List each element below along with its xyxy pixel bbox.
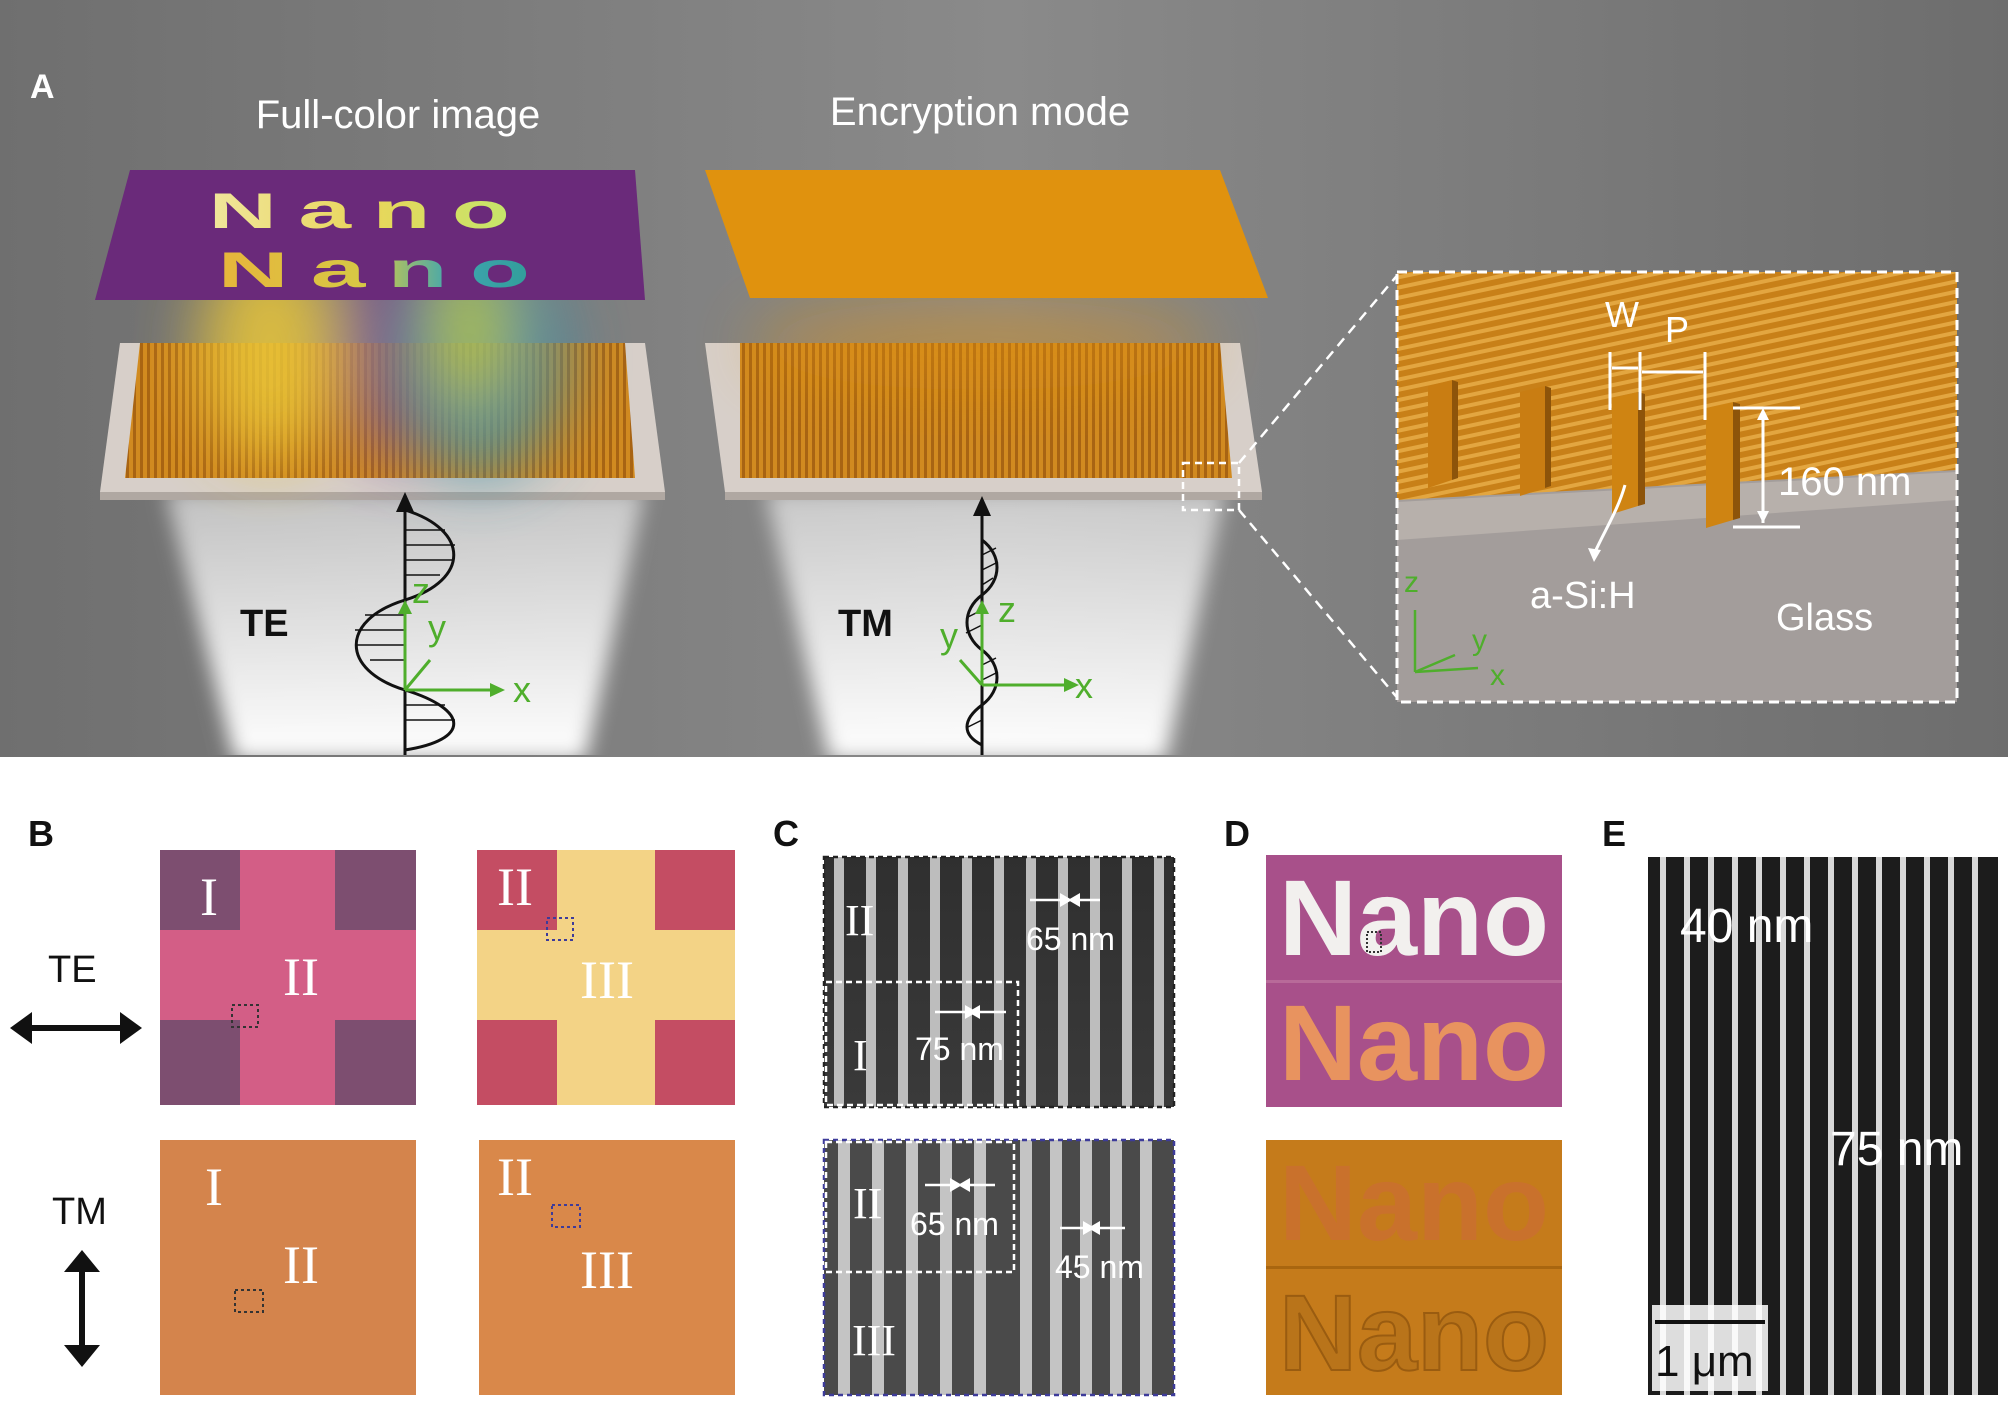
inset-p: P bbox=[1665, 309, 1689, 350]
tm-row-label: TM bbox=[52, 1191, 107, 1233]
sem-bottom bbox=[822, 1138, 1176, 1397]
panel-b-label: B bbox=[28, 813, 54, 854]
tm-tile-2-region-3: III bbox=[580, 1240, 634, 1300]
panel-d: D Nano Nano Nano Nano bbox=[1224, 813, 1562, 1395]
sem-e-bottom-gap: 75 nm bbox=[1830, 1123, 1963, 1176]
te-tile-2-region-2: II bbox=[497, 857, 533, 917]
tm-axis-z: z bbox=[998, 589, 1016, 630]
panel-a-label: A bbox=[30, 68, 55, 106]
sem-top-region-inner: I bbox=[853, 1031, 868, 1080]
tm-axes bbox=[958, 600, 1079, 692]
inset-axis-y: y bbox=[1472, 624, 1487, 657]
inset-material: a-Si:H bbox=[1530, 575, 1636, 617]
sem-lines-e bbox=[1660, 857, 1978, 1395]
tm-tile-2-region-2: II bbox=[497, 1147, 533, 1207]
left-sample: Nano Nano bbox=[95, 170, 665, 500]
tm-axis-y: y bbox=[940, 615, 958, 656]
panel-c-label: C bbox=[773, 813, 799, 854]
inset-axis-x: x bbox=[1490, 659, 1505, 692]
full-color-image-plate bbox=[95, 170, 645, 300]
tm-nano-bottom: Nano bbox=[1279, 1272, 1549, 1393]
inset-w: W bbox=[1605, 294, 1639, 335]
te-label: TE bbox=[240, 603, 289, 645]
panel-a: A Full-color image Encryption mode Nano … bbox=[0, 0, 2008, 757]
nano-bottom: Nano bbox=[218, 241, 553, 298]
te-axes bbox=[398, 600, 505, 697]
sem-top bbox=[822, 855, 1176, 1109]
te-tile-1 bbox=[160, 850, 416, 1105]
tm-label: TM bbox=[838, 603, 893, 645]
inset-substrate: Glass bbox=[1776, 597, 1873, 639]
sem-bottom-inner-gap: 65 nm bbox=[910, 1206, 999, 1242]
tm-tile-2 bbox=[479, 1140, 735, 1395]
inset-axis-z: z bbox=[1404, 566, 1419, 599]
scale-bar-label: 1 μm bbox=[1655, 1337, 1754, 1386]
horizontal-arrow bbox=[10, 1012, 142, 1044]
scale-bar-background bbox=[1652, 1305, 1768, 1391]
te-axis-x: x bbox=[513, 669, 531, 710]
te-tile-1-region-1: I bbox=[200, 867, 218, 927]
tm-tile-1 bbox=[160, 1140, 416, 1395]
sem-e-top-gap: 40 nm bbox=[1680, 900, 1813, 953]
te-row-label: TE bbox=[48, 949, 97, 991]
sem-top-region-outer: II bbox=[845, 896, 874, 945]
right-sample bbox=[705, 170, 1268, 500]
right-title: Encryption mode bbox=[830, 90, 1130, 134]
te-nano-top: Nano bbox=[1279, 857, 1549, 978]
te-tile-1-region-2: II bbox=[283, 947, 319, 1007]
sem-bottom-region-outer: III bbox=[852, 1316, 896, 1365]
nano-top: Nano bbox=[209, 183, 532, 240]
te-nano-bottom: Nano bbox=[1279, 982, 1549, 1103]
tm-axis-x: x bbox=[1075, 665, 1093, 706]
panel-b: B TE TM I II bbox=[10, 813, 735, 1395]
panel-e-label: E bbox=[1602, 813, 1626, 854]
beam-right bbox=[765, 490, 1225, 755]
sem-top-inner-gap: 75 nm bbox=[915, 1031, 1004, 1067]
panel-e: E 40 nm 75 nm 1 μm bbox=[1602, 813, 1998, 1395]
te-tile-2-region-3: III bbox=[580, 950, 634, 1010]
grating-inset: W P 160 nm a-Si:H Glass z y x bbox=[1395, 270, 1959, 704]
encryption-plate bbox=[705, 170, 1268, 298]
vertical-arrow bbox=[64, 1250, 100, 1367]
tm-tile-1-region-2: II bbox=[283, 1235, 319, 1295]
inset-border bbox=[1395, 270, 1959, 704]
te-axis-y: y bbox=[428, 607, 446, 648]
scale-bar bbox=[1655, 1320, 1765, 1324]
left-title: Full-color image bbox=[256, 93, 541, 137]
sem-top-outer-gap: 65 nm bbox=[1026, 921, 1115, 957]
sem-bottom-outer-gap: 45 nm bbox=[1055, 1249, 1144, 1285]
sem-bottom-region-inner: II bbox=[853, 1179, 882, 1228]
inset-height: 160 nm bbox=[1778, 460, 1911, 504]
panel-c: C II 65 nm I 75 nm bbox=[773, 813, 1176, 1397]
panel-d-label: D bbox=[1224, 813, 1250, 854]
te-axis-z: z bbox=[412, 570, 430, 611]
te-tile-2 bbox=[477, 850, 735, 1105]
tm-nano-top: Nano bbox=[1279, 1142, 1549, 1263]
inset-ridges bbox=[1428, 380, 1740, 528]
inset-axes bbox=[1413, 610, 1479, 674]
tm-tile-1-region-1: I bbox=[205, 1157, 223, 1217]
zoom-box bbox=[1181, 461, 1241, 512]
